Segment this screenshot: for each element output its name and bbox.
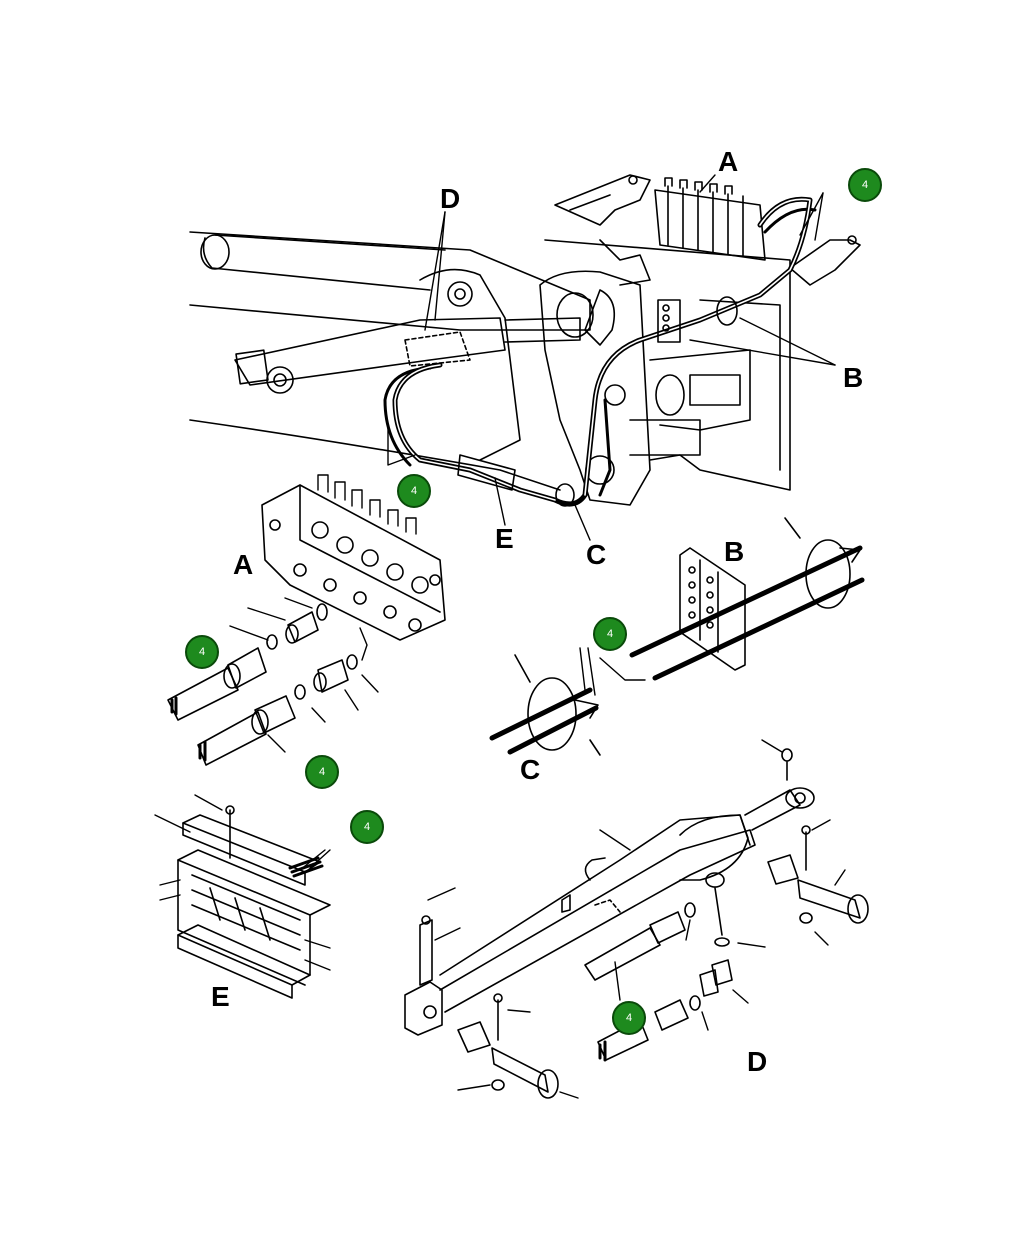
callout-bubble[interactable]: 4 bbox=[397, 474, 431, 508]
boom-assembly bbox=[189, 231, 591, 491]
detail-C-clamp bbox=[514, 654, 601, 756]
callout-bubble[interactable]: 4 bbox=[305, 755, 339, 789]
label-D-detail: D bbox=[747, 1046, 768, 1077]
callout-bubble[interactable]: 4 bbox=[350, 810, 384, 844]
label-C-main: C bbox=[586, 539, 607, 570]
detail-B-hoses bbox=[629, 545, 865, 681]
detail-D-leaders bbox=[427, 739, 846, 1099]
label-B-detail: B bbox=[724, 536, 745, 567]
detail-D-hose bbox=[584, 902, 701, 1062]
detail-A-valve bbox=[261, 474, 446, 641]
hose-highlights bbox=[394, 198, 811, 501]
label-C-detail: C bbox=[520, 754, 541, 785]
detail-C-hoses bbox=[489, 687, 599, 755]
swing-frame bbox=[539, 174, 861, 506]
label-E-detail: E bbox=[211, 981, 230, 1012]
detail-BC-leaders bbox=[579, 647, 646, 696]
label-E-main: E bbox=[495, 523, 514, 554]
detail-A-fittings bbox=[167, 597, 379, 766]
clamp-C-main bbox=[555, 483, 575, 507]
label-D-main: D bbox=[440, 183, 461, 214]
label-A-detail: A bbox=[233, 549, 254, 580]
detail-D-cylinder bbox=[404, 787, 815, 1036]
label-B-main: B bbox=[843, 362, 864, 393]
detail-E-guard bbox=[154, 794, 331, 999]
clamp-B-main bbox=[657, 296, 738, 343]
callout-bubble[interactable]: 4 bbox=[593, 617, 627, 651]
label-A-main: A bbox=[718, 146, 739, 177]
callout-bubble[interactable]: 4 bbox=[612, 1001, 646, 1035]
main-control-valve bbox=[654, 177, 766, 261]
detail-D-pins bbox=[419, 748, 869, 1099]
callout-bubble[interactable]: 4 bbox=[848, 168, 882, 202]
leader-lines-main bbox=[387, 174, 836, 541]
callout-bubble[interactable]: 4 bbox=[185, 635, 219, 669]
guard-E-main bbox=[457, 454, 516, 491]
